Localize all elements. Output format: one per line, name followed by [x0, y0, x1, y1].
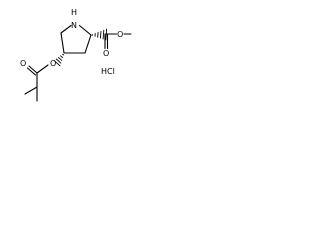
- bond-c5-n: [60, 24, 72, 34]
- bond-o-acyl-c: [36, 64, 49, 74]
- nh-hydrogen-label: H: [71, 8, 77, 17]
- methyl-ester-group: O O: [91, 28, 132, 58]
- isobutyrate-ester-group: O O: [20, 53, 65, 102]
- hashed-wedge-bond-c2: [91, 28, 108, 41]
- ring-nitrogen-label: N: [71, 21, 77, 30]
- acyl-oxygen-single-label: O: [50, 59, 56, 68]
- chemical-structure-diagram: O O H N O O HCl: [20, 8, 132, 102]
- bond-c2-c3: [84, 34, 92, 54]
- hashed-wedge-bond-c4: [53, 53, 65, 67]
- pyrrolidine-ring: [60, 24, 92, 54]
- ester-oxygen-single-label: O: [117, 30, 123, 39]
- ester-oxygen-double-label: O: [103, 49, 109, 58]
- bond-ch-methyl-left: [24, 86, 38, 95]
- acyl-oxygen-double-label: O: [20, 59, 26, 68]
- bond-acyl-c-o-double-b: [26, 67, 37, 76]
- bond-c4-c5: [60, 32, 65, 54]
- bond-n-c2: [78, 24, 92, 36]
- bond-acyl-c-o-double-a: [28, 65, 38, 74]
- hcl-salt-label: HCl: [101, 67, 115, 76]
